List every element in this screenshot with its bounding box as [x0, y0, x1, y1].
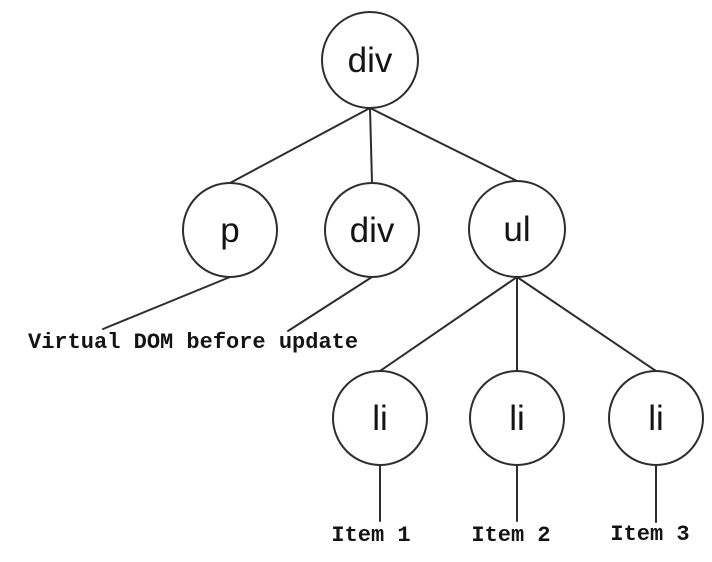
node-label-li-1: li [372, 399, 388, 438]
node-circle-ul [468, 180, 566, 278]
node-label-li-2: li [509, 399, 525, 438]
edge-ul-to-li-1 [379, 276, 518, 372]
node-circle-li-2 [469, 370, 565, 466]
label-item-1: Item 1 [331, 523, 410, 548]
edge-root-div-to-child-div [369, 107, 373, 184]
tree-node-ul: ul [468, 180, 566, 278]
node-label-child-div: div [350, 211, 395, 250]
caption-before-update: Virtual DOM before update [28, 330, 358, 355]
node-label-p: p [220, 211, 239, 250]
edge-root-div-to-p [229, 107, 371, 184]
node-label-ul: ul [503, 210, 530, 249]
node-circle-li-3 [608, 370, 704, 466]
label-item-2: Item 2 [471, 523, 550, 548]
node-circle-li-1 [332, 370, 428, 466]
label-item-3: Item 3 [610, 522, 689, 547]
edge-root-div-to-ul [369, 107, 518, 182]
node-circle-root-div [321, 11, 419, 109]
edge-ul-to-li-3 [516, 276, 657, 372]
tree-node-li-3: li [608, 370, 704, 466]
tree-node-child-div: div [324, 182, 420, 278]
node-circle-p [182, 182, 278, 278]
tree-node-li-1: li [332, 370, 428, 466]
node-circle-child-div [324, 182, 420, 278]
edge-child-div-to-label [287, 276, 373, 332]
node-label-li-3: li [648, 399, 664, 438]
edge-p-to-label [102, 276, 231, 330]
tree-node-li-2: li [469, 370, 565, 466]
node-label-root-div: div [348, 41, 393, 80]
tree-node-root-div: div [321, 11, 419, 109]
tree-node-p: p [182, 182, 278, 278]
